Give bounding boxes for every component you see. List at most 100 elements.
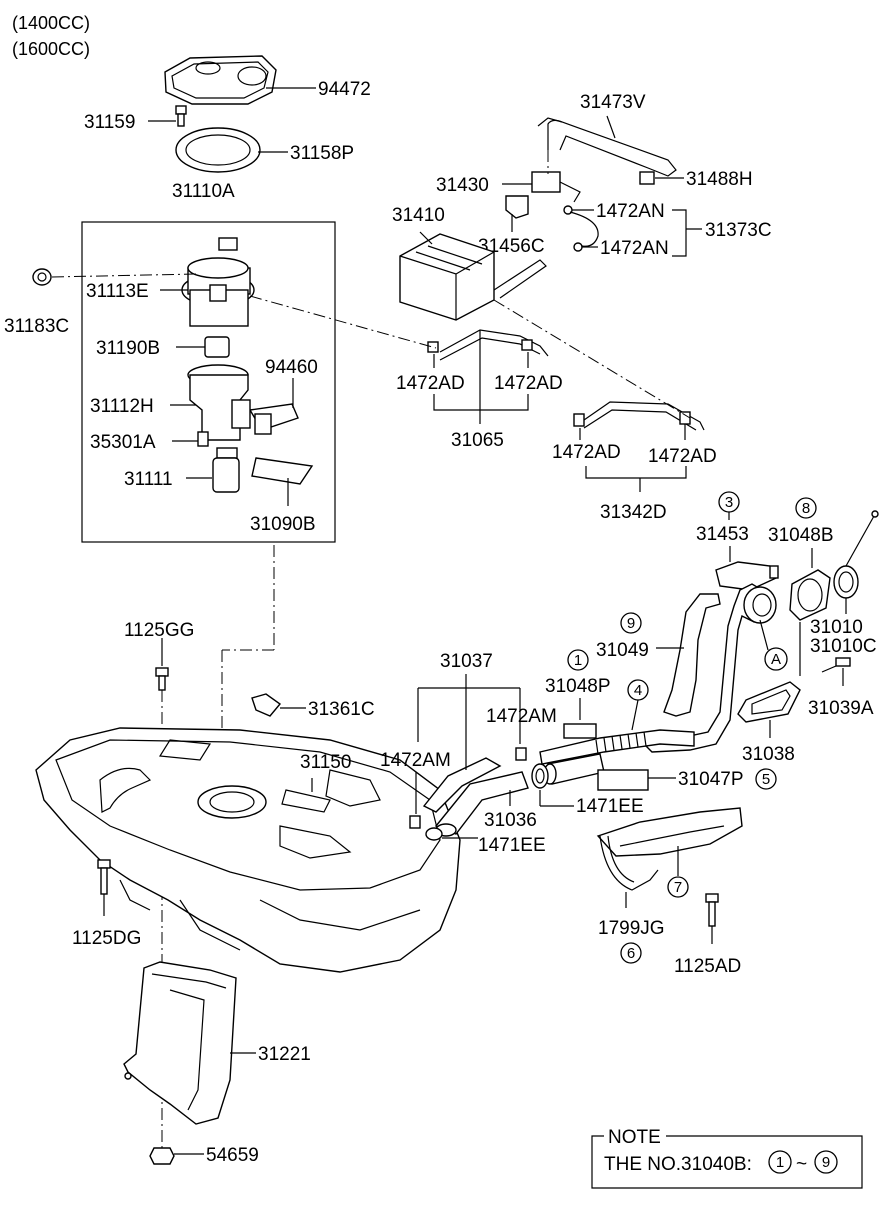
part-label-35301a: 35301A — [90, 432, 156, 453]
bolt-31039a — [821, 657, 851, 673]
clamp-1471ee-a — [531, 763, 549, 789]
variant-label-1600cc: (1600CC) — [12, 39, 90, 59]
part-label-31049: 31049 — [596, 640, 649, 661]
heat-shield-31221 — [123, 961, 237, 1125]
part-label-31190b: 31190B — [96, 338, 160, 359]
note-title: NOTE — [608, 1127, 661, 1148]
part-label-94460: 94460 — [265, 357, 318, 378]
callout-7: 7 — [674, 879, 682, 896]
note-range-sep: ~ — [796, 1154, 807, 1175]
grommet-31183c — [32, 268, 52, 286]
part-label-1472an-b: 1472AN — [600, 238, 669, 259]
lock-ring-31158p — [175, 127, 261, 173]
part-label-31183c: 31183C — [4, 316, 69, 337]
part-label-1472am-a: 1472AM — [486, 706, 557, 727]
callout-4: 4 — [634, 682, 642, 699]
protector-bracket — [596, 807, 743, 857]
part-label-31430: 31430 — [436, 175, 489, 196]
sender-94460 — [248, 403, 299, 435]
callout-9: 9 — [627, 615, 635, 632]
clamp-1472am-a — [515, 747, 527, 761]
callout-5: 5 — [762, 771, 770, 788]
part-label-1471ee-a: 1471EE — [576, 796, 644, 817]
valve-31430 — [531, 171, 581, 203]
part-label-31111: 31111 — [124, 469, 173, 490]
fuel-pump-31111 — [212, 447, 240, 493]
part-label-31473v: 31473V — [580, 92, 646, 113]
part-label-31110a: 31110A — [172, 181, 235, 202]
hose-31048p — [563, 723, 597, 739]
callout-a: A — [771, 651, 781, 668]
note-text: THE NO.31040B: — [604, 1154, 752, 1175]
bolt-31159 — [175, 105, 187, 127]
clamp-1471ee-b — [425, 827, 443, 841]
gasket-31048b — [789, 569, 831, 621]
part-label-1472ad-a: 1472AD — [396, 373, 465, 394]
bracket-31456c — [505, 195, 529, 219]
note-range-start: 1 — [776, 1154, 784, 1171]
part-label-31048p: 31048P — [545, 676, 611, 697]
part-label-1472ad-b: 1472AD — [494, 373, 563, 394]
callout-6: 6 — [627, 945, 635, 962]
clip-31488h — [639, 171, 655, 185]
part-label-1472am-b: 1472AM — [380, 750, 451, 771]
part-label-31221: 31221 — [258, 1044, 311, 1065]
breather-pipe-31049 — [663, 593, 721, 717]
filler-neck-pipe — [638, 583, 777, 753]
part-label-1125dg: 1125DG — [72, 928, 141, 949]
part-label-1125gg: 1125GG — [124, 620, 194, 641]
part-label-31037: 31037 — [440, 651, 493, 672]
part-label-31010: 31010 — [810, 617, 863, 638]
note-range-end: 9 — [822, 1154, 830, 1171]
nut-54659 — [149, 1147, 175, 1165]
callout-3: 3 — [725, 494, 733, 511]
part-label-94472: 94472 — [318, 79, 371, 100]
filler-hose — [539, 729, 695, 765]
part-label-1472ad-c: 1472AD — [552, 442, 621, 463]
filter-35301a — [197, 431, 209, 447]
part-label-31373c: 31373C — [705, 220, 772, 241]
part-label-1472ad-d: 1472AD — [648, 446, 717, 467]
part-label-31010c: 31010C — [810, 636, 877, 657]
gasket-31038 — [737, 681, 801, 723]
part-label-31158p: 31158P — [290, 143, 354, 164]
part-label-1125ad: 1125AD — [674, 956, 741, 977]
part-label-31159: 31159 — [84, 112, 135, 133]
part-label-31488h: 31488H — [686, 169, 753, 190]
part-label-31090b: 31090B — [250, 514, 316, 535]
part-label-54659: 54659 — [206, 1145, 259, 1166]
part-label-1472an-a: 1472AN — [596, 201, 665, 222]
part-label-31113e: 31113E — [86, 281, 149, 302]
strainer-31090b — [251, 457, 314, 485]
part-label-31038: 31038 — [742, 744, 795, 765]
part-label-31361c: 31361C — [308, 699, 375, 720]
callout-8: 8 — [802, 500, 810, 517]
hose-31047p — [543, 753, 649, 791]
hose-31037 — [422, 757, 502, 813]
pump-housing-31112h — [187, 364, 251, 441]
clamp-1472am-b — [409, 815, 421, 829]
filler-housing-31453 — [715, 561, 779, 591]
part-label-1799jg: 1799JG — [598, 918, 665, 939]
bolt-1125gg — [155, 667, 169, 691]
note-box: NOTE THE NO.31040B: 1 ~ 9 — [591, 1127, 863, 1189]
pump-flange-31113e — [181, 237, 255, 327]
variant-label-1400cc: (1400CC) — [12, 13, 90, 33]
regulator-31190b — [204, 336, 230, 358]
part-label-31047p: 31047P — [678, 769, 744, 790]
vapor-hose-31065 — [427, 329, 549, 361]
callout-1: 1 — [574, 652, 582, 669]
part-label-31065: 31065 — [451, 430, 504, 451]
bolt-1125ad — [705, 893, 719, 927]
part-label-31036: 31036 — [484, 810, 537, 831]
part-label-31150: 31150 — [300, 752, 351, 773]
clip-31361c — [251, 693, 282, 717]
part-label-31048b: 31048B — [768, 525, 834, 546]
part-label-31112h: 31112H — [90, 396, 154, 417]
canister-31410 — [399, 233, 547, 321]
fuel-tank-31150 — [35, 727, 461, 973]
part-label-1471ee-b: 1471EE — [478, 835, 546, 856]
pump-cover-94472 — [164, 55, 277, 105]
part-label-31453: 31453 — [696, 524, 749, 545]
